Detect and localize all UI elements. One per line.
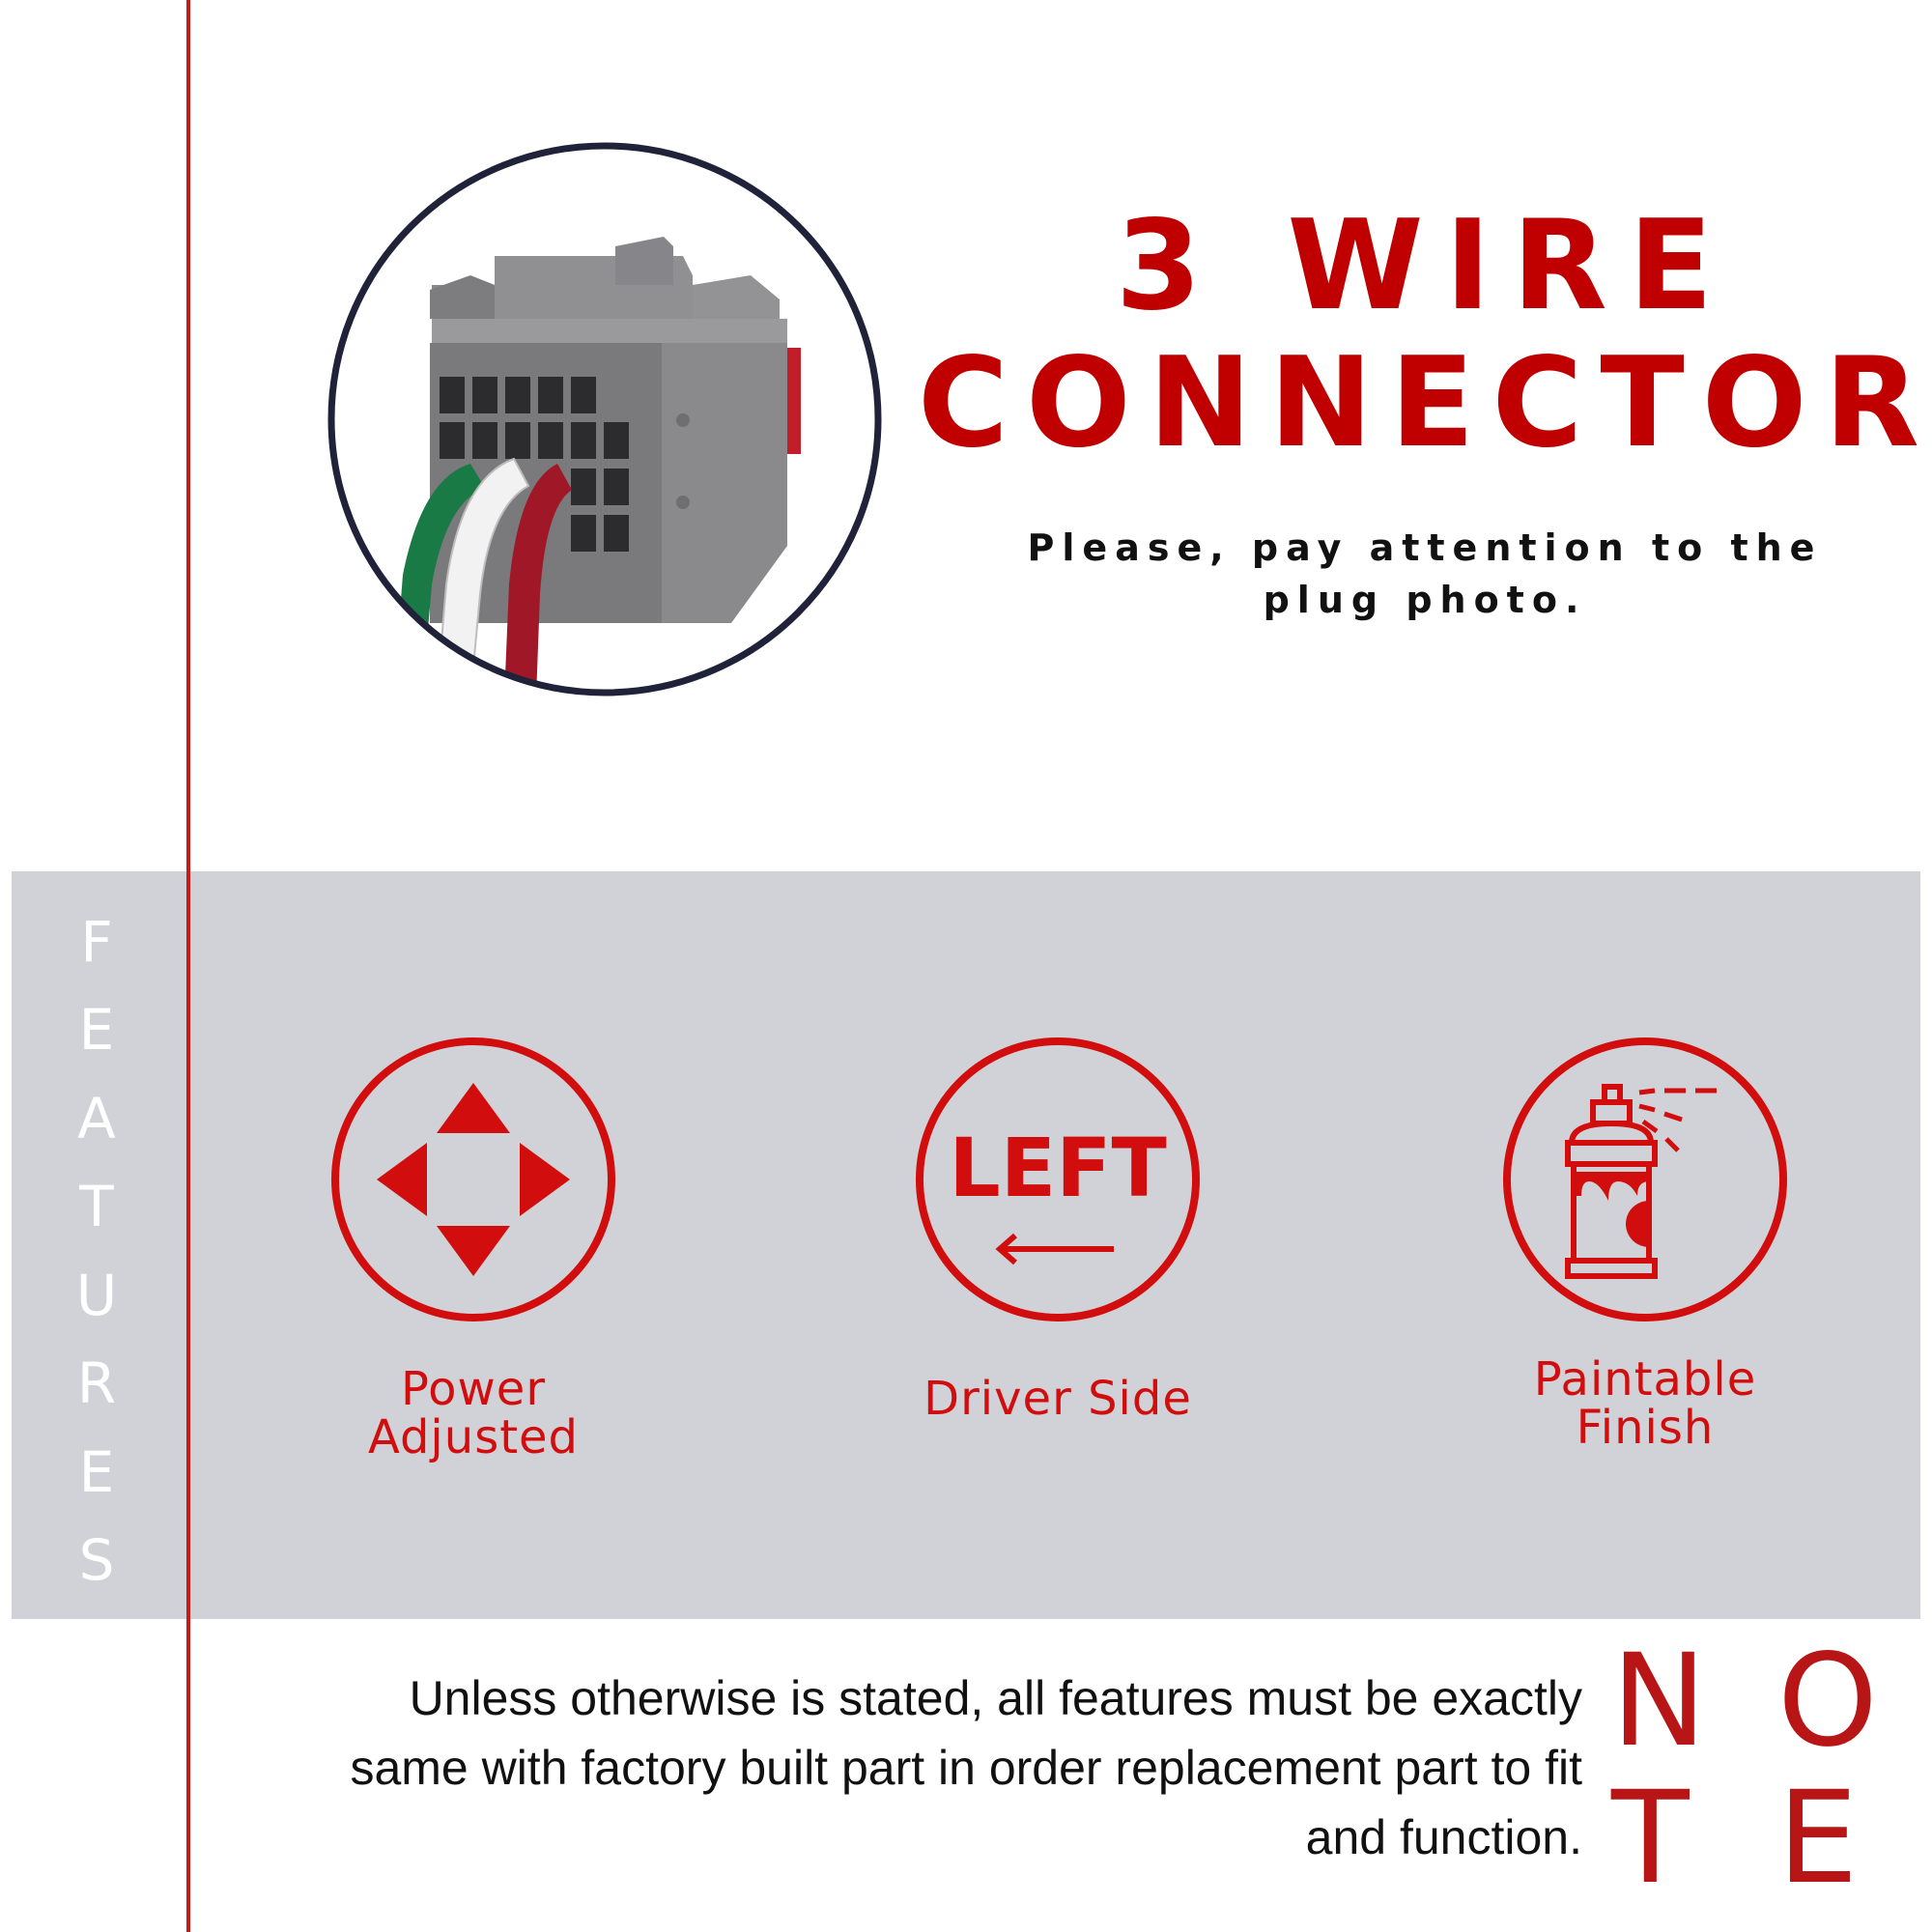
features-letter: S [78,1526,115,1593]
feature-driver-side: LEFT Driver Side [915,1037,1201,1462]
features-letter: U [75,1262,118,1328]
connector-photo [326,140,884,698]
title-line-2: CONNECTOR [918,331,1932,475]
note-letter: N [1611,1627,1707,1776]
left-arrow-icon [916,1037,1200,1321]
features-heading: F E A T U R E S [58,903,135,1599]
four-arrows-icon [331,1037,615,1321]
features-letter: F [80,909,113,975]
note-heading: N O T E [1604,1637,1893,1908]
features-letter: E [78,997,115,1064]
features-letter: E [78,1438,115,1505]
title-line-1: 3 WIRE [1115,194,1735,338]
features-letter: R [76,1350,117,1417]
feature-paintable-finish: Paintable Finish [1502,1037,1788,1462]
feature-power-adjusted: Power Adjusted [330,1037,616,1462]
note-letter: T [1611,1764,1690,1913]
connector-image [327,142,882,696]
features-letter: T [79,1174,114,1240]
vertical-red-line [186,0,190,1932]
product-title: 3 WIRE CONNECTOR [918,198,1932,472]
feature-label: Driver Side [923,1372,1192,1426]
note-text: Unless otherwise is stated, all features… [350,1671,1582,1864]
subtitle: Please, pay attention to the plug photo. [1027,526,1823,621]
spray-paint-icon [1503,1037,1787,1321]
features-letter: A [77,1085,116,1151]
features-band [12,871,1920,1619]
feature-label: Power Adjusted [367,1362,580,1464]
note-letter: O [1777,1627,1878,1776]
left-icon-text: LEFT [949,1121,1167,1215]
note-letter: E [1777,1764,1859,1913]
feature-label: Paintable Finish [1533,1352,1757,1455]
